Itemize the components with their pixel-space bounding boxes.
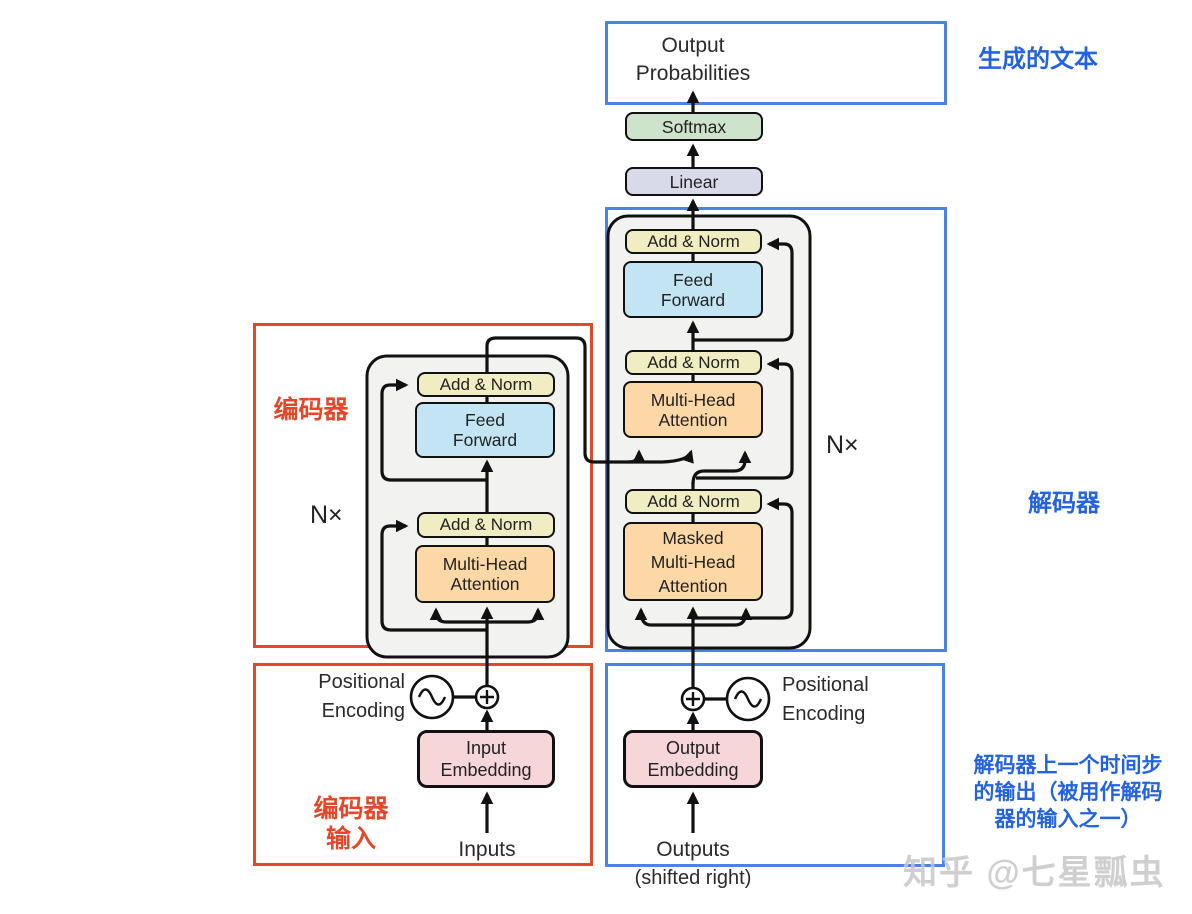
output-embedding-box: Output Embedding [623, 730, 763, 788]
input-embedding-box: Input Embedding [417, 730, 555, 788]
generated-text-annotation: 生成的文本 [978, 46, 1098, 73]
add-plus-icon [474, 684, 706, 712]
encoder-n-times-label: N× [310, 501, 343, 529]
softmax-box: Softmax [625, 112, 763, 141]
decoder-annotation: 解码器 [1028, 490, 1100, 517]
watermark: 知乎 @七星瓢虫 [903, 854, 1166, 892]
encoder-annotation: 编码器 [273, 396, 349, 424]
decoder-add-norm-top-box: Add & Norm [625, 229, 762, 254]
encoder-positional-encoding-label: Positional Encoding [318, 671, 405, 722]
decoder-add-norm-middle-box: Add & Norm [625, 350, 762, 375]
decoder-positional-encoding-label: Positional Encoding [782, 674, 869, 725]
decoder-multi-head-attention-box: Multi-Head Attention [623, 381, 763, 438]
linear-box: Linear [625, 167, 763, 196]
encoder-input-annotation: 编码器 输入 [313, 795, 389, 853]
encoder-add-norm-bottom-box: Add & Norm [417, 512, 555, 538]
encoder-feed-forward-box: Feed Forward [415, 402, 555, 458]
inputs-label: Inputs [458, 838, 516, 861]
masked-multi-head-attention-box: Masked Multi-Head Attention [623, 522, 763, 601]
decoder-input-region [605, 663, 945, 867]
outputs-label: Outputs [656, 838, 730, 861]
encoder-add-norm-top-box: Add & Norm [417, 372, 555, 397]
encoder-input-region [253, 663, 593, 866]
decoder-n-times-label: N× [826, 431, 859, 459]
decoder-add-norm-bottom-box: Add & Norm [625, 489, 762, 514]
shifted-right-label: (shifted right) [634, 867, 752, 889]
decoder-feed-forward-box: Feed Forward [623, 261, 763, 318]
encoder-multi-head-attention-box: Multi-Head Attention [415, 545, 555, 603]
output-text-region [605, 21, 947, 105]
decoder-input-annotation: 解码器上一个时间步 的输出（被用作解码 器的输入之一） [973, 754, 1163, 831]
output-probabilities-label: Output Probabilities [635, 34, 751, 85]
